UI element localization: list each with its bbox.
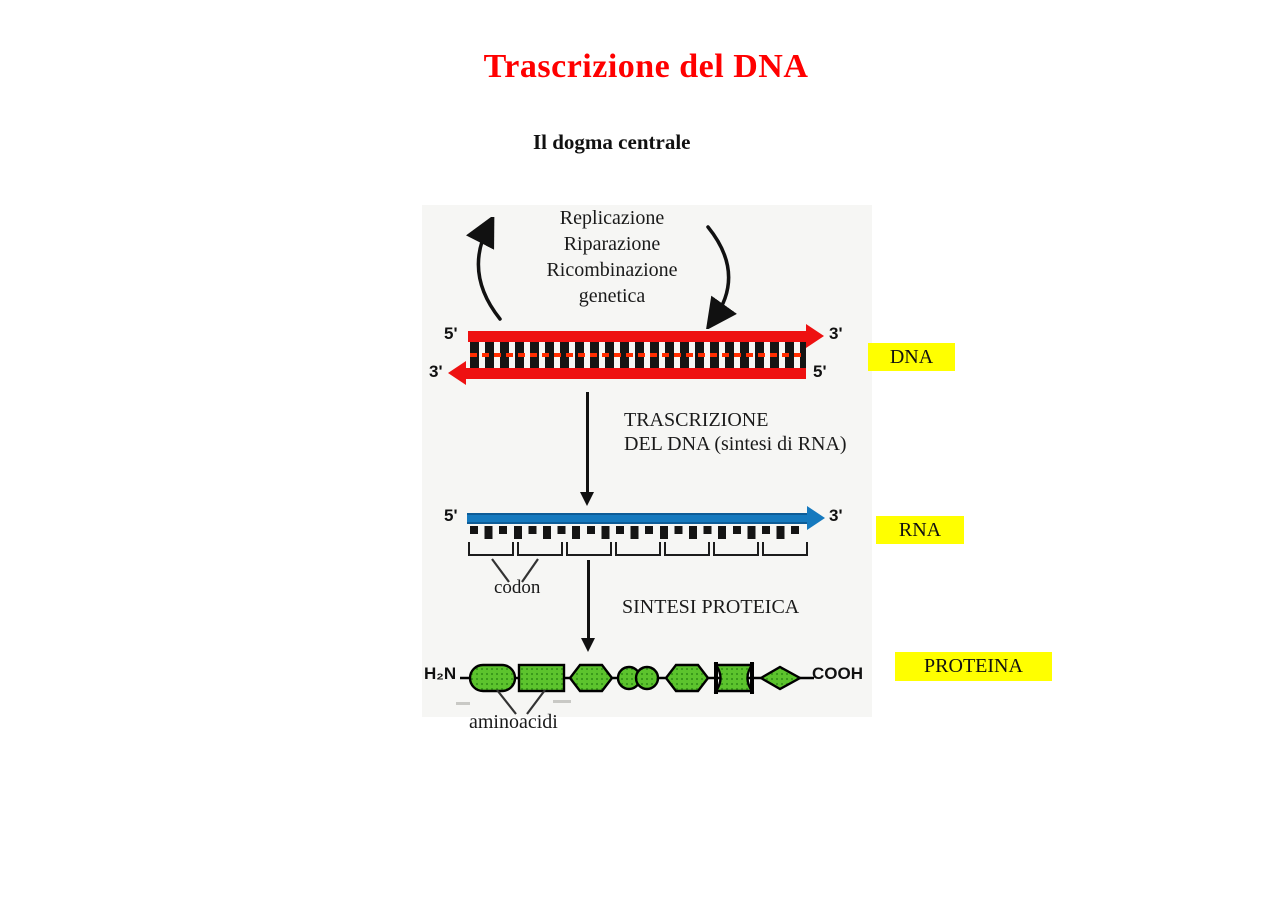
codon-bracket	[664, 542, 710, 556]
aminoacid-shape-1	[468, 663, 517, 693]
codon-bracket	[713, 542, 759, 556]
protein-synthesis-arrowhead-icon	[581, 638, 595, 652]
aminoacid-shape-7	[758, 665, 803, 691]
aminoacid-shape-6	[713, 663, 755, 693]
codon-bracket	[468, 542, 514, 556]
protein-synthesis-caption: SINTESI PROTEICA	[622, 596, 800, 618]
codon-label: codon	[494, 577, 541, 598]
page-title: Trascrizione del DNA	[483, 48, 809, 85]
aminoacid-shape-5	[664, 663, 710, 693]
dna-3prime-bottom-label: 3'	[429, 362, 443, 381]
dna-top-strand-arrowhead-icon	[806, 324, 824, 348]
amino-terminus-label: H₂N	[424, 664, 457, 683]
dna-tag: DNA	[868, 343, 955, 371]
cycle-labels: Replicazione Riparazione Ricombinazione …	[517, 205, 707, 309]
codon-pointer-lines-icon	[491, 558, 539, 583]
protein-chain	[460, 662, 814, 694]
dna-5prime-bottom-label: 5'	[813, 362, 827, 381]
transcription-arrow-icon	[586, 392, 589, 492]
subtitle: Il dogma centrale	[533, 130, 691, 154]
codon-bracket	[566, 542, 612, 556]
rna-strand	[467, 513, 807, 524]
aminoacids-label: aminoacidi	[469, 711, 558, 733]
dna-hydrogen-bonds	[470, 353, 806, 357]
carboxy-terminus-label: COOH	[812, 664, 863, 683]
aminoacid-shape-4b	[634, 665, 660, 691]
dna-top-strand	[468, 331, 806, 342]
transcription-arrowhead-icon	[580, 492, 594, 506]
cycle-label-replication: Replicazione	[559, 207, 665, 229]
cycle-label-recombination: Ricombinazione	[546, 259, 678, 281]
codon-brackets	[468, 542, 808, 556]
protein-tag: PROTEINA	[895, 652, 1052, 681]
central-dogma-figure: Replicazione Riparazione Ricombinazione …	[422, 205, 872, 733]
scan-artifact	[456, 702, 470, 705]
transcription-caption-line1: TRASCRIZIONE	[624, 409, 769, 431]
cycle-label-repair: Riparazione	[563, 233, 661, 255]
aminoacid-shape-2	[517, 663, 566, 693]
scan-artifact	[553, 700, 571, 703]
codon-bracket	[517, 542, 563, 556]
rna-strand-arrowhead-icon	[807, 506, 825, 530]
dna-bottom-strand	[466, 368, 806, 379]
cycle-arrow-left-icon	[466, 217, 502, 321]
dna-5prime-top-label: 5'	[444, 324, 458, 343]
protein-synthesis-arrow-icon	[587, 560, 590, 638]
codon-bracket	[615, 542, 661, 556]
cycle-label-genetic: genetica	[578, 285, 646, 307]
transcription-caption: TRASCRIZIONE DEL DNA (sintesi di RNA)	[624, 408, 847, 456]
rna-bases-long	[470, 534, 806, 539]
dna-3prime-top-label: 3'	[829, 324, 843, 343]
cycle-arrows-icon	[466, 217, 737, 329]
rna-5prime-label: 5'	[444, 506, 458, 525]
rna-tag: RNA	[876, 516, 964, 544]
rna-3prime-label: 3'	[829, 506, 843, 525]
aminoacids-pointer-lines-icon	[496, 689, 546, 715]
codon-bracket	[762, 542, 808, 556]
rna-bases	[470, 526, 806, 534]
transcription-caption-line2: DEL DNA (sintesi di RNA)	[624, 433, 847, 455]
cycle-arrow-right-icon	[705, 225, 737, 329]
dna-bottom-strand-arrowhead-icon	[448, 361, 466, 385]
aminoacid-shape-3	[568, 663, 614, 693]
